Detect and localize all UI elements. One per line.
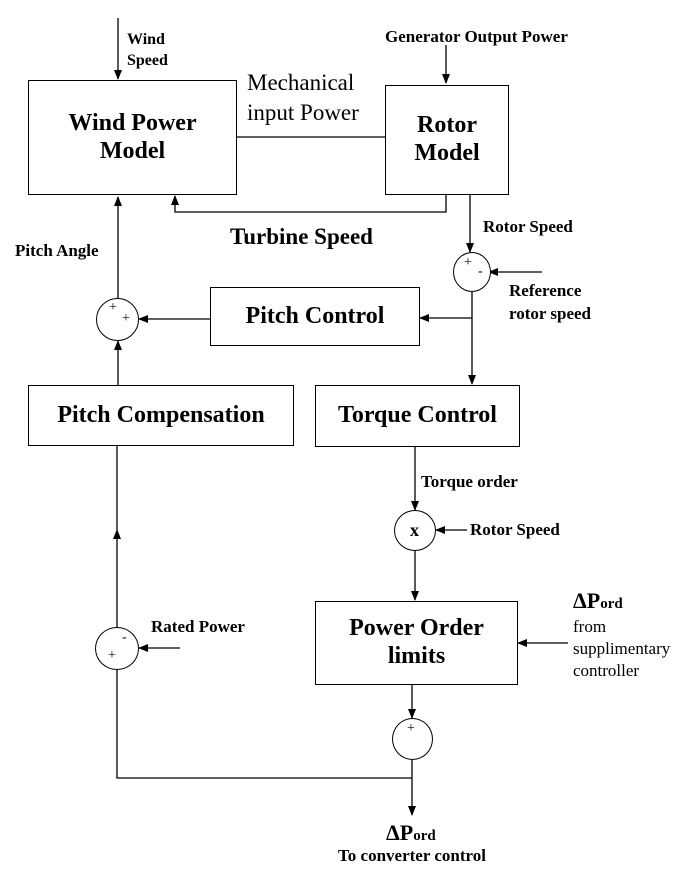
- delta-p-ord-output-description: To converter control: [338, 846, 486, 865]
- rated-power-plus-sign: +: [108, 648, 116, 663]
- output-sum-plus-sign: +: [407, 721, 415, 736]
- multiplier-symbol: x: [410, 520, 419, 540]
- delta-p-ord-input-subscript: ord: [600, 596, 623, 612]
- pitch-sum-plus-sign-2: +: [122, 311, 130, 326]
- rotor-speed-label: Rotor Speed: [483, 217, 573, 236]
- multiplier-junction: x: [394, 510, 436, 551]
- wind-speed-label: Wind Speed: [127, 31, 168, 69]
- rotor-model-block[interactable]: Rotor Model: [385, 85, 509, 195]
- power-order-limits-block[interactable]: Power Order limits: [315, 601, 518, 685]
- delta-p-ord-output-label: ΔPord: [386, 820, 436, 846]
- pitch-compensation-block[interactable]: Pitch Compensation: [28, 385, 294, 446]
- mechanical-input-power-label: Mechanical input Power: [247, 70, 359, 125]
- delta-p-ord-input-symbol: ΔP: [573, 588, 601, 613]
- turbine-speed-label: Turbine Speed: [230, 224, 373, 249]
- rated-power-minus-sign: -: [122, 630, 127, 645]
- pitch-sum-plus-sign-1: +: [109, 300, 117, 315]
- rated-power-label: Rated Power: [151, 617, 245, 636]
- turbine-speed-line: [171, 195, 447, 213]
- delta-p-ord-output-symbol: ΔP: [386, 820, 414, 845]
- reference-rotor-speed-label: Reference rotor speed: [509, 281, 592, 323]
- output-sum-junction: +: [392, 718, 433, 760]
- speed-error-plus-sign: +: [464, 255, 472, 270]
- delta-p-ord-output-subscript: ord: [413, 828, 436, 844]
- speed-error-minus-sign: -: [478, 264, 483, 279]
- power-feedback-line: [116, 670, 412, 779]
- delta-p-ord-input-label: ΔPord: [573, 588, 623, 614]
- rated-power-junction: - +: [95, 627, 139, 670]
- delta-p-ord-input-description: from supplimentary controller: [573, 617, 671, 680]
- pitch-control-block[interactable]: Pitch Control: [210, 287, 420, 346]
- multiplier-rotor-speed-label: Rotor Speed: [470, 520, 560, 539]
- pitch-angle-label: Pitch Angle: [15, 241, 99, 260]
- pitch-sum-junction: + +: [96, 298, 139, 341]
- speed-error-junction: + -: [453, 252, 491, 292]
- torque-control-block[interactable]: Torque Control: [315, 385, 520, 447]
- torque-order-label: Torque order: [421, 472, 518, 491]
- generator-output-power-label: Generator Output Power: [385, 27, 568, 46]
- wind-power-model-block[interactable]: Wind Power Model: [28, 80, 237, 195]
